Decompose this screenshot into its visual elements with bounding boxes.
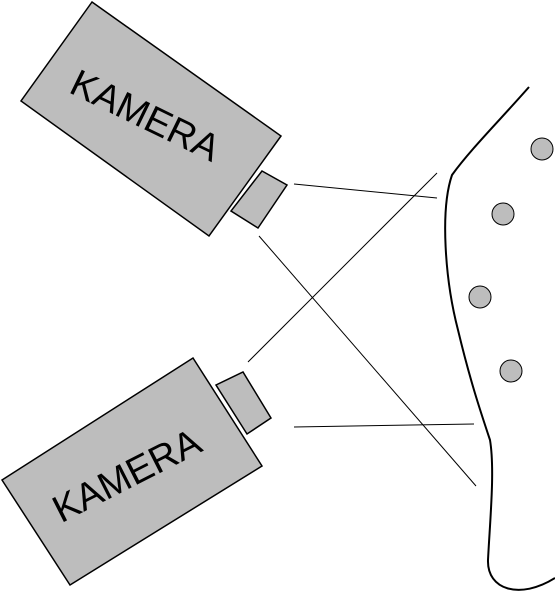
surface-marker: [468, 285, 492, 309]
ray-top-upper: [293, 183, 438, 199]
ray-bottom-lower: [293, 423, 475, 428]
camera-bottom-lens: [214, 371, 273, 436]
surface-marker: [530, 137, 554, 161]
object-surface-contour: [444, 86, 555, 591]
camera-bottom-body: [0, 356, 264, 587]
camera-bottom: KAMERA: [0, 356, 273, 587]
camera-top-body: [19, 0, 283, 238]
ray-bottom-upper: [247, 172, 438, 363]
surface-marker: [491, 202, 515, 226]
camera-top-lens: [229, 170, 289, 230]
ray-top-lower: [258, 235, 477, 487]
camera-top: KAMERA: [19, 0, 289, 238]
surface-marker: [499, 359, 523, 383]
